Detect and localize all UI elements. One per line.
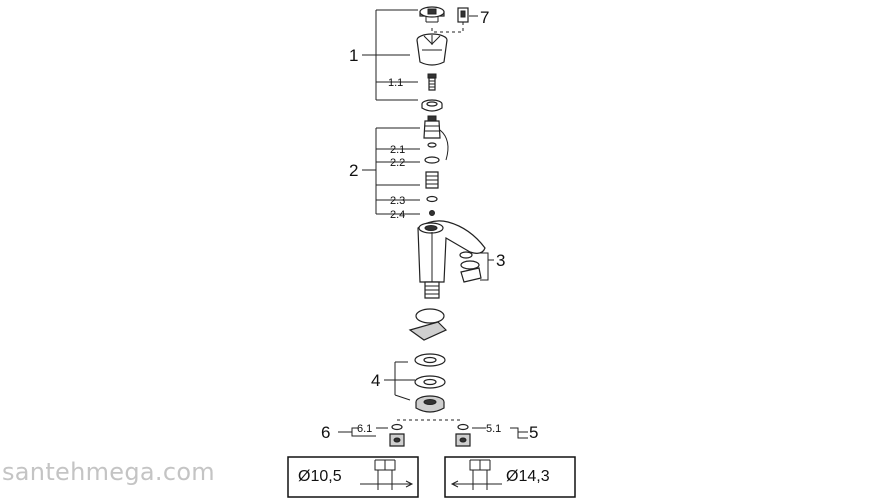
label-5-1: 5.1	[486, 423, 501, 435]
hose-nut-left	[389, 423, 405, 447]
label-group-7: 7	[480, 8, 489, 27]
handle-part	[416, 33, 448, 66]
part-7: 7	[431, 7, 489, 33]
group-5-bracket: 5.1 5	[472, 423, 538, 442]
cartridge-body-part	[425, 171, 439, 216]
group-1-bracket: 1 1.1	[349, 9, 418, 101]
hose-nut-right	[455, 423, 471, 447]
watermark-text: santehmega.com	[2, 458, 215, 486]
group-2-bracket: 2 2.1 2.2 2.3 2.4	[349, 127, 420, 221]
o-ring-part	[415, 308, 445, 324]
cap-part	[419, 6, 445, 23]
group-4-bracket: 4	[371, 361, 415, 401]
hose-label-right: Ø14,3	[506, 468, 550, 485]
label-1-1: 1.1	[388, 77, 403, 89]
label-group-1: 1	[349, 46, 358, 65]
cartridge-part	[423, 115, 449, 164]
aerator-part: 3	[459, 251, 505, 283]
label-2-2: 2.2	[390, 157, 405, 169]
label-group-3: 3	[496, 251, 505, 270]
label-2-3: 2.3	[390, 195, 405, 207]
nut-part	[415, 395, 445, 413]
label-group-5: 5	[529, 423, 538, 442]
hose-label-left: Ø10,5	[298, 468, 342, 485]
label-2-1: 2.1	[390, 144, 405, 156]
label-6-1: 6.1	[357, 423, 372, 435]
label-2-4: 2.4	[390, 209, 405, 221]
label-group-4: 4	[371, 371, 380, 390]
hose-symbol-right	[450, 459, 502, 490]
hose-symbol-left	[360, 459, 414, 490]
label-group-2: 2	[349, 161, 358, 180]
horseshoe-part	[408, 321, 448, 341]
screw-part	[427, 73, 437, 91]
hose-box-right: Ø14,3	[444, 456, 576, 498]
label-group-6: 6	[321, 423, 330, 442]
group-6-bracket: 6 6.1	[321, 423, 388, 442]
ring-part	[421, 99, 443, 112]
washer-part	[414, 353, 446, 389]
faucet-body-part	[417, 220, 486, 299]
hose-box-left: Ø10,5	[287, 456, 419, 498]
